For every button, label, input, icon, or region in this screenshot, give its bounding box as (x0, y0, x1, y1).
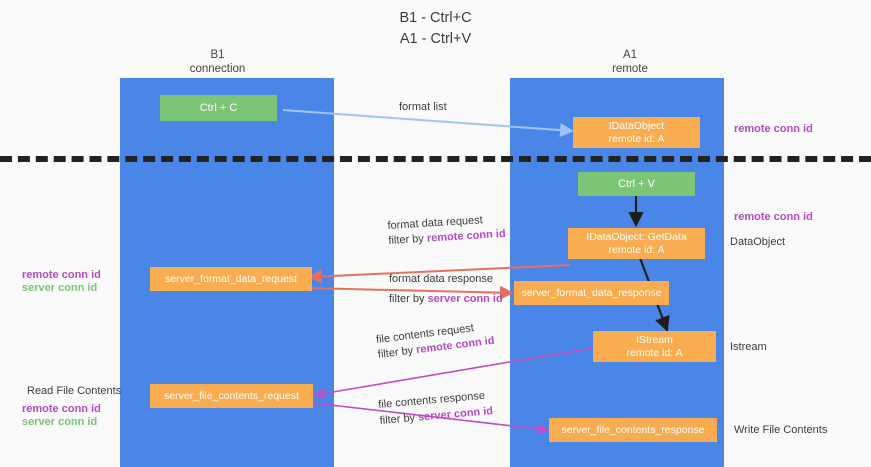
filter-key-server-conn-id-2: server conn id (417, 405, 494, 424)
node-server-file-contents-response-label: server_file_contents_response (561, 423, 705, 436)
annotation-right-dataobject: DataObject (730, 236, 786, 248)
node-ctrl-c[interactable]: Ctrl + C (160, 95, 277, 121)
annotation-left-remote-conn-id-2: remote conn id (22, 403, 101, 415)
node-server-file-contents-response[interactable]: server_file_contents_response (549, 418, 717, 442)
node-server-format-data-request-label: server_format_data_request (165, 272, 297, 285)
node-ctrl-v-label: Ctrl + V (618, 177, 655, 190)
node-getdata-line1: IDataObject::GetData (586, 231, 687, 244)
annotation-left-server-conn-id: server conn id (22, 282, 98, 294)
edge-label-file-contents-request: file contents request filter by remote c… (375, 320, 495, 361)
node-server-format-data-response-label: server_format_data_response (521, 286, 662, 299)
edge-label-format-data-response: format data response filter by server co… (389, 273, 503, 305)
annotation-left-remote-conn-id: remote conn id (22, 269, 101, 281)
node-getdata-line2: remote id: A (608, 243, 665, 256)
filter-key-remote-conn-id-1: remote conn id (426, 227, 506, 245)
edge-label-format-data-response-title: format data response (389, 273, 493, 285)
column-header-b1-sub: connection (189, 63, 246, 76)
node-istream-line1: IStream (636, 334, 673, 347)
annotation-right-write-file-contents: Write File Contents (734, 424, 828, 436)
column-header-a1-name: A1 (622, 49, 638, 61)
node-istream-line2: remote id: A (626, 346, 683, 359)
edge-label-format-data-response-filter: filter by server conn id (389, 293, 503, 305)
node-idataobject-getdata[interactable]: IDataObject::GetData remote id: A (568, 228, 705, 259)
annotation-left-read-file-contents: Read File Contents (27, 385, 122, 397)
diagram-title: B1 - Ctrl+C A1 - Ctrl+V (0, 8, 871, 50)
annotation-right-remote-conn-id-top: remote conn id (734, 123, 813, 135)
edge-label-file-contents-response: file contents response filter by server … (378, 389, 494, 427)
node-server-format-data-request[interactable]: server_format_data_request (150, 267, 312, 291)
column-header-a1: A1 remote (530, 48, 730, 77)
annotation-right-remote-conn-id-mid: remote conn id (734, 211, 813, 223)
phase-separator (0, 156, 871, 162)
filter-key-server-conn-id-1: server conn id (427, 293, 503, 305)
column-header-b1-name: B1 (210, 49, 225, 61)
node-server-file-contents-request-label: server_file_contents_request (164, 389, 299, 402)
title-line-2: A1 - Ctrl+V (399, 31, 472, 48)
column-header-b1: B1 connection (140, 48, 295, 77)
node-ctrl-c-label: Ctrl + C (199, 101, 238, 114)
annotation-right-istream: Istream (730, 341, 767, 353)
node-istream[interactable]: IStream remote id: A (593, 331, 716, 362)
edge-label-format-data-request: format data request filter by remote con… (387, 213, 506, 247)
annotation-left-server-conn-id-2: server conn id (22, 416, 98, 428)
node-ctrl-v[interactable]: Ctrl + V (578, 172, 695, 196)
node-idataobject-line2: remote id: A (608, 132, 665, 145)
node-server-format-data-response[interactable]: server_format_data_response (514, 281, 669, 305)
node-idataobject-line1: IDataObject (608, 120, 665, 133)
node-idataobject[interactable]: IDataObject remote id: A (573, 117, 700, 148)
column-header-a1-sub: remote (612, 63, 648, 76)
edge-label-format-list: format list (399, 101, 447, 113)
node-server-file-contents-request[interactable]: server_file_contents_request (150, 384, 313, 408)
title-line-1: B1 - Ctrl+C (399, 10, 472, 26)
